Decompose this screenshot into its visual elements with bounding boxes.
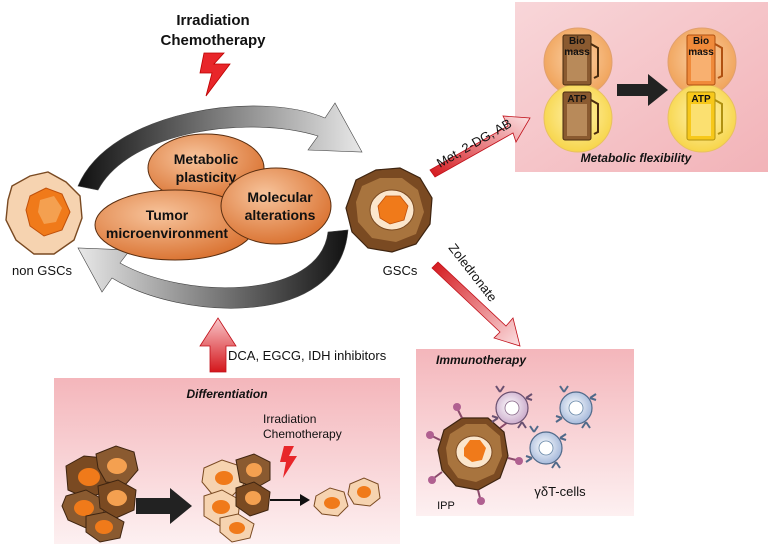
- tumor-microenvironment-line1: Tumor: [146, 207, 189, 223]
- t-cell-icon: [525, 425, 567, 469]
- diff-irradiation-label: Irradiation: [263, 412, 316, 426]
- lightning-icon: [199, 52, 231, 97]
- fuel-pump-icon: [562, 91, 599, 141]
- diff-chemotherapy-label: Chemotherapy: [263, 427, 342, 441]
- molecular-alterations-line2: alterations: [245, 207, 316, 223]
- differentiation-title: Differentiation: [186, 387, 267, 401]
- molecular-alterations-line1: Molecular: [247, 189, 313, 205]
- non-gsc-cell: [5, 171, 83, 255]
- biomass-right-line1: Bio: [693, 36, 709, 47]
- gsc-cluster-left: [61, 445, 139, 543]
- tumor-microenvironment-line2: microenvironment: [106, 225, 228, 241]
- t-cell-icon: [555, 385, 597, 429]
- arrow-to-immunotherapy: [431, 261, 521, 347]
- atp-left-label: ATP: [567, 94, 587, 105]
- tumor-cell-ipp: [426, 403, 523, 505]
- fuel-pump-icon: [686, 91, 723, 141]
- differentiation-arrow: [136, 488, 192, 524]
- biomass-left-line2: mass: [564, 47, 590, 58]
- biomass-right-line2: mass: [688, 47, 714, 58]
- arrow-from-differentiation: [199, 317, 237, 373]
- t-cell-icon: [491, 385, 533, 429]
- differentiated-cells: [313, 477, 381, 517]
- fuel-pump-icon: [686, 34, 723, 86]
- non-gscs-label: non GSCs: [12, 263, 72, 278]
- biomass-left-line1: Bio: [569, 36, 585, 47]
- arrow-to-metabolic: [429, 115, 531, 178]
- lightning-icon: [280, 446, 297, 478]
- top-trigger-line2: Chemotherapy: [160, 32, 266, 49]
- metabolic-plasticity-line1: Metabolic: [174, 151, 239, 167]
- top-trigger-line1: Irradiation: [176, 12, 249, 29]
- ipp-label: IPP: [437, 500, 455, 512]
- gscs-label: GSCs: [383, 263, 418, 278]
- gsc-cell: [345, 167, 433, 253]
- metabolic-drugs-label: Met, 2-DG, AB: [434, 116, 514, 171]
- cycle-arrow-to-non-gscs: [77, 229, 349, 309]
- fuel-pump-icon: [562, 34, 599, 86]
- metabolic-shift-arrow: [617, 74, 668, 106]
- gamma-delta-t-cells-label: γδT-cells: [534, 484, 586, 499]
- differentiating-cluster: [201, 453, 271, 543]
- cycle-arrow-to-gscs: [77, 102, 363, 191]
- atp-right-label: ATP: [691, 94, 711, 105]
- thin-arrow-head: [300, 494, 310, 506]
- metabolic-panel-title: Metabolic flexibility: [581, 151, 693, 165]
- metabolic-plasticity-line2: plasticity: [176, 169, 237, 185]
- immunotherapy-title: Immunotherapy: [436, 353, 527, 367]
- molecular-alterations-ellipse: [220, 167, 332, 245]
- differentiation-drugs-label: DCA, EGCG, IDH inhibitors: [228, 348, 387, 363]
